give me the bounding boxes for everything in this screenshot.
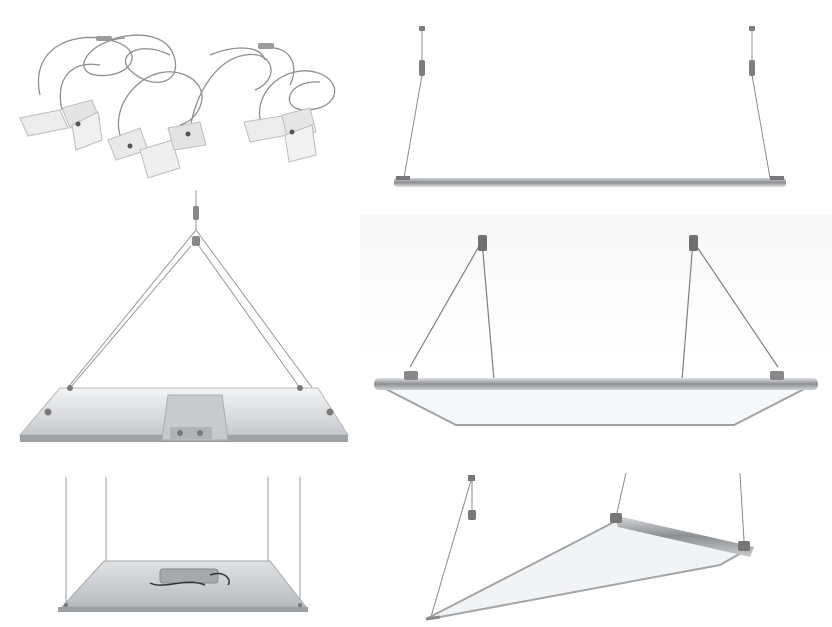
led-panel-side-icon bbox=[394, 26, 786, 187]
suspension-kit-photo bbox=[0, 0, 360, 190]
panel-vertical-suspension-photo bbox=[0, 465, 360, 627]
panel-angled-photo bbox=[360, 455, 832, 627]
led-panel-v-suspension-icon bbox=[18, 190, 349, 442]
wire-suspension-kit-icon bbox=[19, 34, 336, 179]
led-panel-vertical-suspension-icon bbox=[58, 477, 308, 612]
panel-perspective-photo bbox=[360, 215, 832, 455]
panel-side-view-photo bbox=[360, 0, 832, 215]
led-panel-perspective-icon bbox=[374, 235, 818, 426]
panel-v-suspension-photo bbox=[0, 190, 360, 465]
led-panel-angled-icon bbox=[425, 472, 754, 621]
